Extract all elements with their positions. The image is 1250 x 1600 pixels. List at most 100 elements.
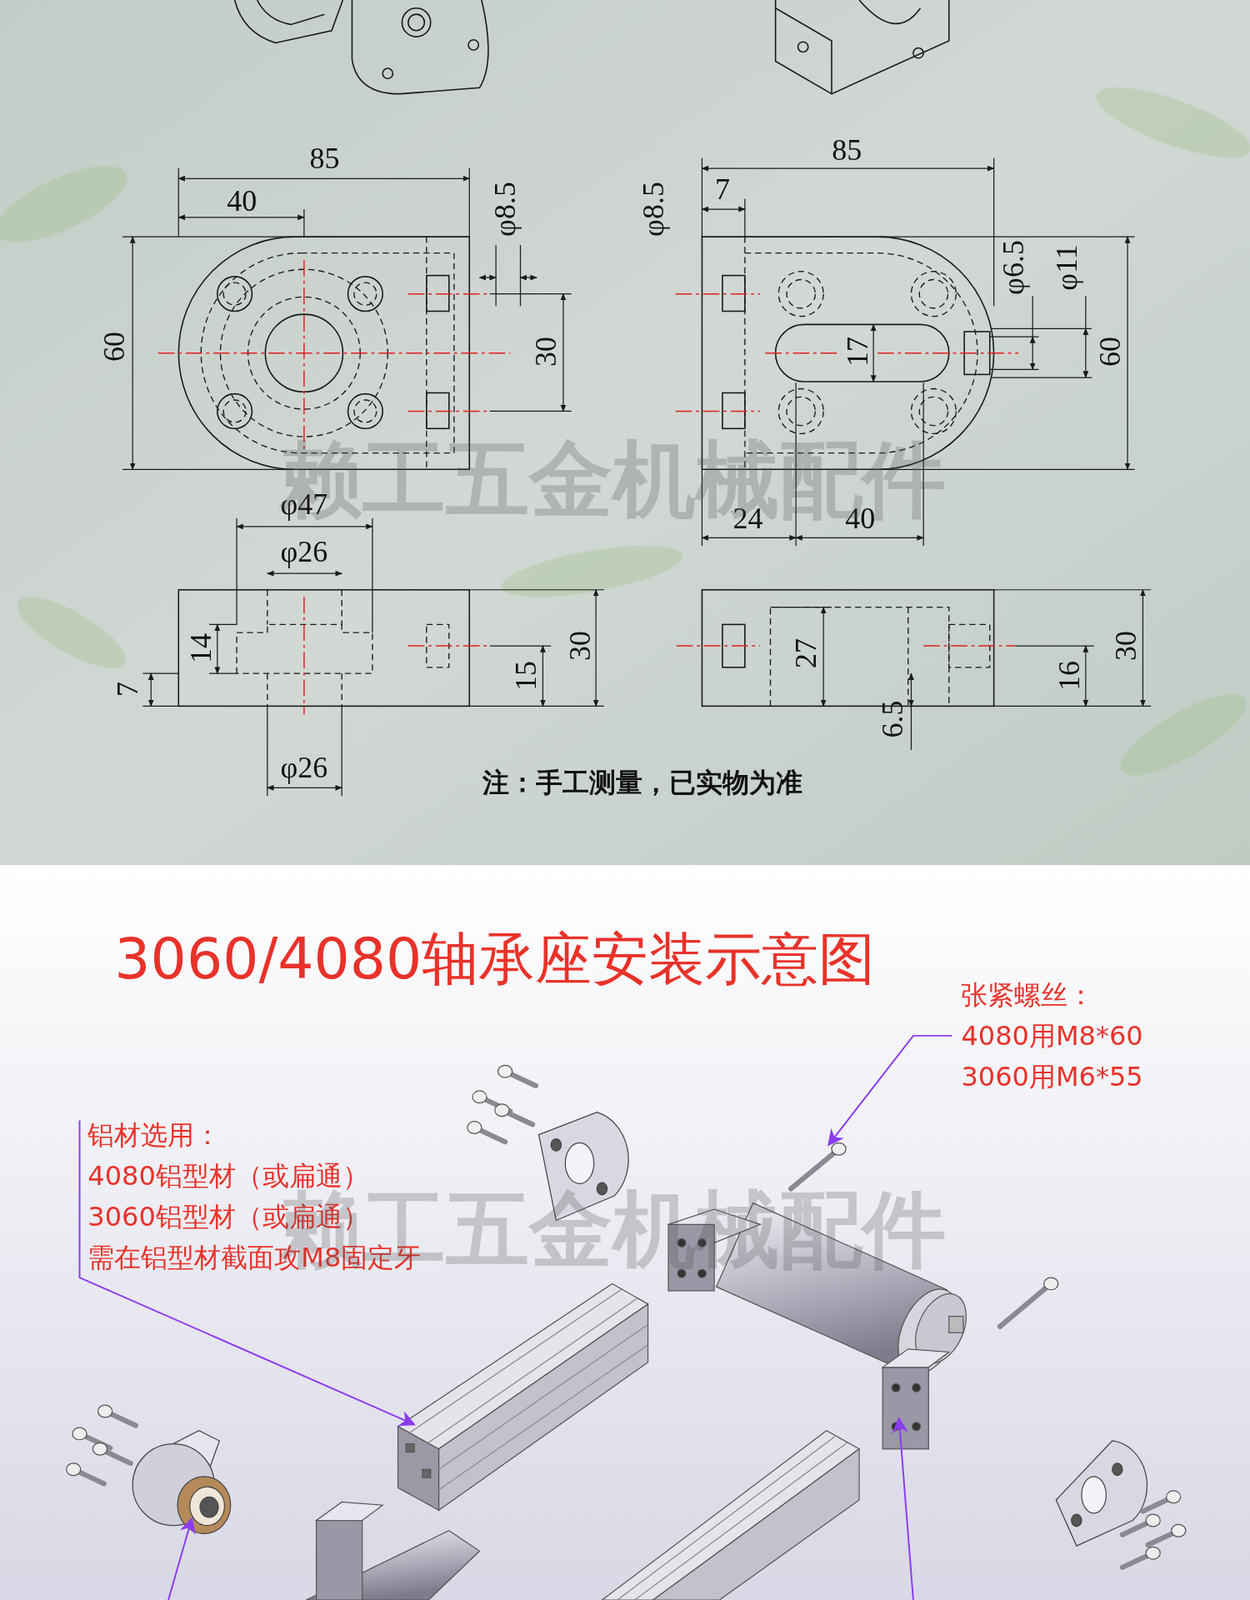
dimension-text: 27 [790, 638, 821, 669]
cropped-isometric-views [401, 8, 430, 37]
background [0, 73, 1250, 790]
top-view-left [520, 276, 537, 278]
front-view-left [490, 645, 551, 646]
leader-arrows [80, 1035, 953, 1600]
screws [467, 1121, 505, 1142]
top-view-left [348, 394, 384, 430]
top-view-right [910, 389, 956, 435]
dimension-text: 14 [185, 633, 216, 664]
watermark: 赖工五金机械配件 [279, 1188, 946, 1272]
aluminium-profile [601, 1430, 860, 1600]
top-view-right [880, 236, 1135, 470]
cropped-isometric-views [859, 0, 920, 24]
top-view-left [217, 394, 253, 430]
front-view-left [142, 673, 179, 706]
note-text: 注：手工测量，已实物为准 [482, 769, 803, 796]
background [0, 150, 137, 258]
top-view-left [562, 294, 564, 412]
roller [316, 1501, 384, 1520]
bearing-seat [550, 1139, 561, 1152]
cropped-isometric-views [257, 0, 325, 25]
roller [912, 1422, 921, 1431]
bearing-seat [200, 1496, 219, 1517]
dimension-text: 30 [1110, 630, 1141, 661]
top-view-right [990, 328, 1092, 378]
front-view-right [1015, 645, 1094, 646]
front-view-left [595, 590, 596, 707]
top-view-left [348, 276, 384, 312]
aluminium-profile [653, 1449, 860, 1600]
top-view-right [795, 537, 924, 539]
top-view-left [480, 276, 497, 278]
aluminium-profile [617, 1436, 848, 1600]
assembly-illustration [66, 1035, 1186, 1600]
front-view-right [770, 607, 949, 707]
top-view-right [675, 294, 1019, 412]
aluminium-profile [439, 1304, 649, 1510]
background [8, 584, 135, 681]
front-view-right [994, 590, 1152, 707]
roller [912, 1383, 921, 1392]
bearing-seat [1081, 1476, 1106, 1514]
front-view-right [701, 590, 994, 707]
screws [790, 1149, 840, 1190]
dimension-text: 7 [112, 681, 143, 697]
dimension-text: 6.5 [877, 700, 908, 739]
front-view-left [236, 518, 373, 633]
front-view-left [150, 673, 152, 706]
watermark: 赖工五金机械配件 [279, 438, 946, 522]
top-view-left [178, 178, 470, 180]
bearing-seat [177, 1476, 231, 1535]
screws [1122, 1514, 1160, 1535]
front-view-left [236, 525, 373, 527]
screws [498, 1065, 536, 1085]
aluminium-profile [398, 1283, 649, 1510]
background [497, 535, 686, 608]
screws [1000, 1283, 1051, 1326]
top-view-right [701, 167, 994, 169]
dimension-text: φ8.5 [638, 181, 669, 237]
top-view-left [122, 168, 572, 470]
background [1089, 73, 1250, 172]
screws [1148, 1524, 1186, 1545]
top-view-left [122, 236, 295, 470]
top-view-right [744, 236, 745, 470]
cropped-isometric-views [235, 0, 344, 43]
front-view-right [676, 645, 1016, 646]
dimension-text: φ11 [1051, 244, 1082, 290]
top-view-right [701, 208, 745, 210]
screws [1044, 1277, 1059, 1290]
aluminium-profile [408, 1289, 639, 1445]
top-view-left [178, 216, 305, 218]
cropped-isometric-views [468, 40, 479, 50]
aluminium-profile [601, 1430, 860, 1600]
screws [98, 1405, 136, 1425]
cropped-isometric-views [798, 41, 809, 52]
dimension-text: 7 [715, 174, 730, 205]
cropped-isometric-views [351, 0, 489, 95]
top-view-right [910, 271, 956, 317]
top-view-right [778, 271, 824, 317]
dimension-text: 16 [1054, 660, 1085, 691]
dimension-text: 30 [565, 630, 595, 661]
dimension-text: φ8.5 [490, 181, 520, 237]
front-view-left [178, 590, 470, 707]
top-view-right [701, 537, 796, 539]
top-view-right [873, 324, 875, 382]
aluminium-profile [405, 1444, 415, 1453]
dimension-text: 17 [842, 336, 873, 367]
top-view-right [1126, 236, 1128, 470]
top-view-right [1085, 295, 1086, 329]
dimension-text: 60 [1095, 336, 1125, 367]
top-view-left [354, 400, 377, 423]
dimension-text: φ6.5 [998, 240, 1029, 295]
top-view-left [178, 168, 470, 237]
top-view-left [354, 282, 377, 305]
dimension-text: φ26 [280, 752, 329, 783]
dimension-text: 40 [226, 185, 257, 216]
dimension-text: φ26 [280, 536, 329, 567]
top-view-right [1032, 336, 1034, 370]
